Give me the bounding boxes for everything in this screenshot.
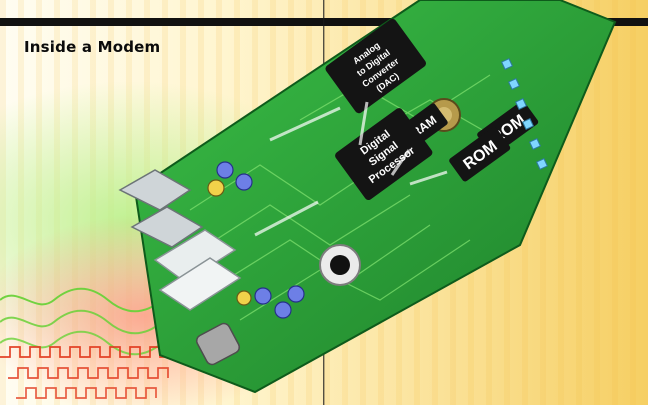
serial-connector-bottom [158, 257, 242, 311]
page-title: Inside a Modem [24, 38, 161, 56]
rj11-jack-bottom [130, 206, 204, 248]
dac-chip: Analog to Digital Converter (DAC) [325, 18, 426, 114]
callout-pointers [254, 101, 448, 237]
power-jack [195, 322, 241, 366]
rj11-jack-top [118, 169, 192, 211]
serial-connector [153, 229, 237, 283]
modem-board: Analog to Digital Converter (DAC) RAM RO… [118, 0, 617, 394]
edge-pins [501, 58, 548, 170]
capacitors [207, 161, 305, 319]
